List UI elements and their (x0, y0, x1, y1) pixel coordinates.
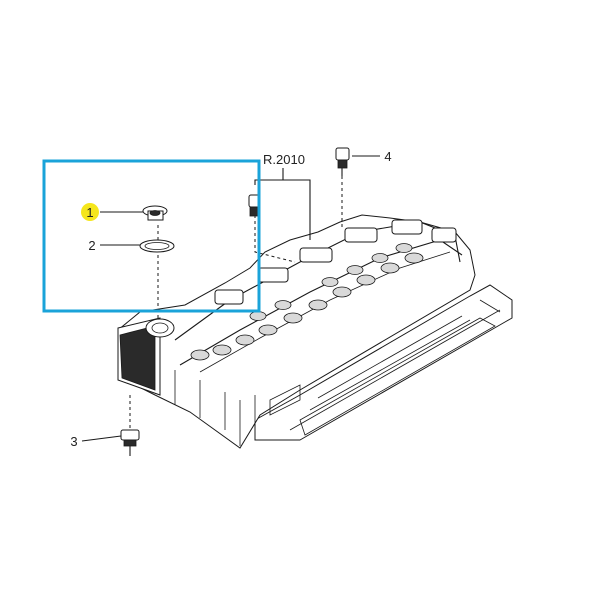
revision-label: R.2010 (263, 152, 305, 167)
callout-2-label: 2 (88, 238, 95, 253)
highlight-box (42, 159, 261, 313)
callout-3-label: 3 (70, 434, 77, 449)
part-2-o-ring (139, 239, 175, 253)
callout-1-marker (81, 203, 99, 221)
valve-springs (190, 243, 424, 361)
part-3-plug (120, 429, 140, 456)
part-1-fitting (142, 205, 168, 221)
callout-4-label: 4 (384, 149, 391, 164)
valve-bosses (214, 219, 457, 305)
callout-leaders (81, 155, 380, 442)
cylinder-head (117, 214, 513, 449)
callout-1-label: 1 (86, 205, 93, 220)
leader-lines (129, 168, 343, 430)
part-4-sensor (335, 147, 350, 176)
